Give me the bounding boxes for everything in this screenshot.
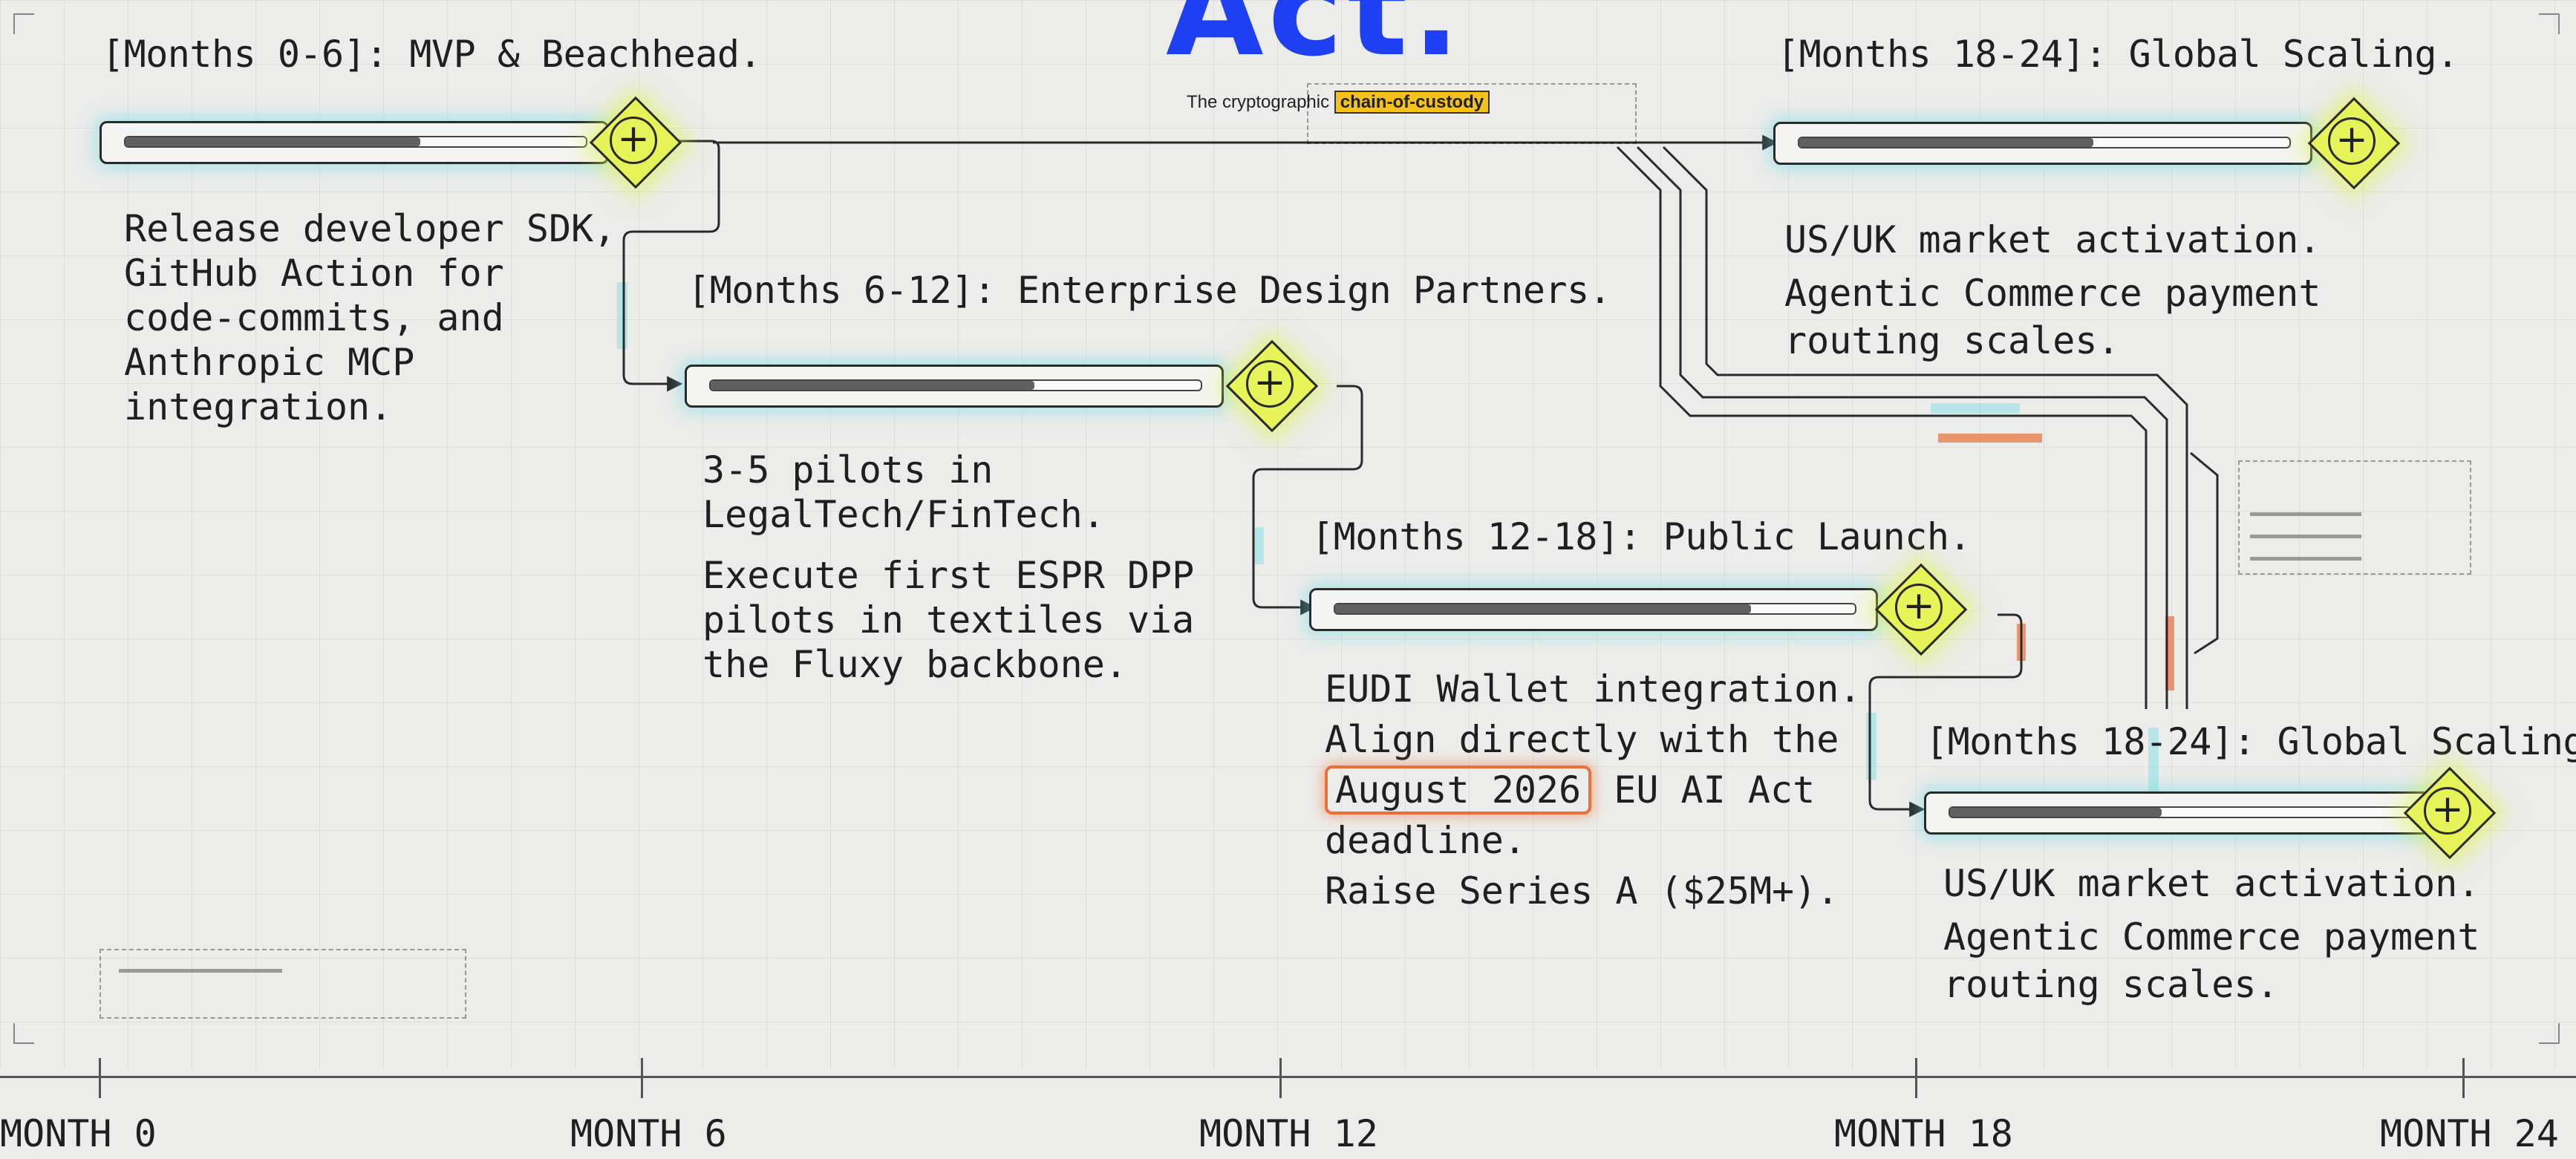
phase4-track — [1798, 137, 2291, 148]
phase1-heading: [Months 0-6]: MVP & Beachhead. — [102, 33, 762, 76]
side-bracket — [2190, 451, 2219, 655]
month-label-6: MONTH 6 — [570, 1112, 727, 1155]
phase1-progress-bar — [100, 121, 609, 164]
tick-month-6 — [641, 1058, 643, 1098]
phase1-plus-icon[interactable]: + — [610, 117, 657, 164]
mini-panel-right-line-2 — [2250, 535, 2361, 538]
frame-corner-bottom-left — [13, 1023, 34, 1044]
subtitle-tag: chain-of-custody — [1334, 91, 1490, 114]
bus-line-2 — [1636, 146, 2168, 709]
subtitle: The cryptographic chain-of-custody — [1187, 91, 1490, 114]
month-label-24: MONTH 24 — [2380, 1112, 2559, 1155]
mini-panel-bottom-left — [100, 949, 466, 1019]
phase2-progress-bar — [685, 365, 1224, 408]
mini-panel-bar — [119, 969, 282, 973]
phase4-description: US/UK market activation. Agentic Commerc… — [1784, 218, 2321, 362]
link-phase3-to-phase5 — [1868, 613, 2023, 817]
phase2-description: 3-5 pilots in LegalTech/FinTech. Execute… — [702, 448, 1195, 686]
phase4-heading: [Months 18-24]: Global Scaling. — [1777, 33, 2459, 76]
phase3-description: EUDI Wallet integration. Align directly … — [1325, 667, 1862, 912]
phase5-track — [1949, 806, 2412, 818]
phase3-progress-bar — [1309, 588, 1878, 631]
bus-line-3 — [1662, 146, 2188, 709]
phase4-progress-bar — [1773, 122, 2312, 165]
tick-month-0 — [99, 1058, 101, 1098]
mini-panel-right-line-1 — [2250, 512, 2361, 516]
month-label-18: MONTH 18 — [1834, 1112, 2013, 1155]
frame-corner-bottom-right — [2539, 1023, 2560, 1044]
deadline-highlight: August 2026 — [1325, 765, 1592, 814]
link-phase2-to-phase3 — [1252, 385, 1363, 616]
link-phase1-to-phase2 — [622, 140, 720, 392]
frame-corner-top-right — [2539, 13, 2560, 34]
mini-panel-right — [2238, 460, 2471, 575]
bus-line-1 — [1616, 146, 2148, 709]
phase2-track — [709, 379, 1202, 391]
phase3-track — [1334, 603, 1856, 615]
phase2-heading: [Months 6-12]: Enterprise Design Partner… — [688, 269, 1611, 312]
tick-month-12 — [1279, 1058, 1282, 1098]
connector-lines — [617, 134, 2219, 817]
header-mini-panel — [1307, 83, 1637, 144]
mini-panel-right-line-3 — [2250, 557, 2361, 561]
phase5-description: US/UK market activation. Agentic Commerc… — [1943, 862, 2480, 1006]
tick-month-24 — [2462, 1058, 2465, 1098]
phase5-plus-icon[interactable]: + — [2424, 787, 2471, 835]
slide-title: Act. — [1166, 0, 1465, 85]
frame-corner-top-left — [13, 13, 34, 34]
tick-month-18 — [1915, 1058, 1917, 1098]
phase5-progress-bar — [1924, 791, 2433, 835]
month-label-12: MONTH 12 — [1199, 1112, 1378, 1155]
phase1-track — [124, 136, 587, 148]
timeline-axis — [0, 1076, 2576, 1078]
phase4-plus-icon[interactable]: + — [2328, 117, 2376, 165]
phase3-plus-icon[interactable]: + — [1895, 584, 1943, 631]
phase5-heading: [Months 18-24]: Global Scaling. — [1926, 720, 2576, 763]
phase1-description: Release developer SDK, GitHub Action for… — [124, 207, 616, 428]
subtitle-text: The cryptographic — [1187, 92, 1330, 112]
phase2-plus-icon[interactable]: + — [1246, 360, 1294, 408]
phase3-heading: [Months 12-18]: Public Launch. — [1311, 515, 1972, 558]
month-label-0: MONTH 0 — [0, 1112, 157, 1155]
